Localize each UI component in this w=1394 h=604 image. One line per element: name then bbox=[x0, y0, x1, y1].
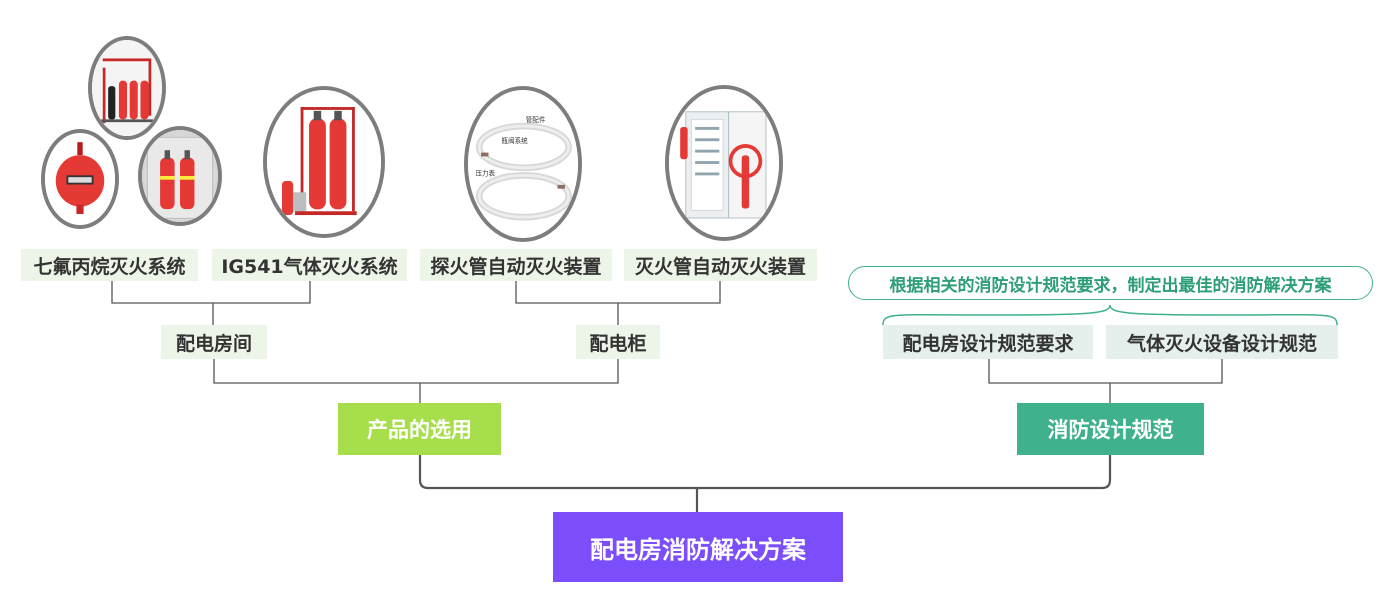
branch-fire-design-standard[interactable]: 消防设计规范 bbox=[1017, 403, 1204, 455]
leaf-ig541-system[interactable]: IG541气体灭火系统 bbox=[212, 249, 407, 281]
standard-note-label: 根据相关的消防设计规范要求，制定出最佳的消防解决方案 bbox=[889, 275, 1332, 296]
group-distribution-cabinet-label: 配电柜 bbox=[589, 332, 647, 355]
leaf-fire-tube-device-label: 灭火管自动灭火装置 bbox=[634, 255, 806, 278]
root-topic-label: 配电房消防解决方案 bbox=[590, 535, 806, 564]
hanging-extinguisher-image bbox=[41, 129, 119, 229]
branch-fire-design-standard-label: 消防设计规范 bbox=[1047, 418, 1174, 442]
group-distribution-room-label: 配电房间 bbox=[175, 332, 252, 355]
ig541-system-image bbox=[263, 86, 385, 238]
note-brace bbox=[882, 304, 1338, 326]
fire-system-rack-image bbox=[88, 36, 166, 140]
leaf-gas-equipment-standard[interactable]: 气体灭火设备设计规范 bbox=[1106, 325, 1338, 359]
leaf-fire-tube-device[interactable]: 灭火管自动灭火装置 bbox=[624, 249, 817, 281]
leaf-ig541-system-label: IG541气体灭火系统 bbox=[221, 255, 398, 278]
tube-label-valve: 瓶阀系统 bbox=[502, 136, 528, 145]
electrical-cabinet-image bbox=[665, 85, 783, 241]
group-distribution-cabinet[interactable]: 配电柜 bbox=[576, 325, 660, 359]
standard-note[interactable]: 根据相关的消防设计规范要求，制定出最佳的消防解决方案 bbox=[848, 266, 1373, 300]
leaf-gas-equipment-standard-label: 气体灭火设备设计规范 bbox=[1126, 332, 1317, 355]
branch-product-selection-label: 产品的选用 bbox=[367, 418, 472, 442]
leaf-probe-tube-device[interactable]: 探火管自动灭火装置 bbox=[420, 249, 612, 281]
root-topic[interactable]: 配电房消防解决方案 bbox=[553, 512, 843, 582]
leaf-room-design-standard-label: 配电房设计规范要求 bbox=[902, 332, 1074, 355]
leaf-hfc-system[interactable]: 七氟丙烷灭火系统 bbox=[21, 249, 198, 281]
group-distribution-room[interactable]: 配电房间 bbox=[161, 325, 267, 359]
tube-label-fitting: 管配件 bbox=[526, 115, 546, 124]
leaf-probe-tube-device-label: 探火管自动灭火装置 bbox=[430, 255, 602, 278]
tube-label-gauge: 压力表 bbox=[475, 168, 495, 177]
leaf-room-design-standard[interactable]: 配电房设计规范要求 bbox=[883, 325, 1093, 359]
leaf-hfc-system-label: 七氟丙烷灭火系统 bbox=[33, 255, 186, 278]
gas-cabinet-image bbox=[138, 126, 222, 226]
fire-detection-tube-image: 管配件 瓶阀系统 压力表 bbox=[464, 86, 582, 242]
branch-product-selection[interactable]: 产品的选用 bbox=[338, 403, 501, 455]
